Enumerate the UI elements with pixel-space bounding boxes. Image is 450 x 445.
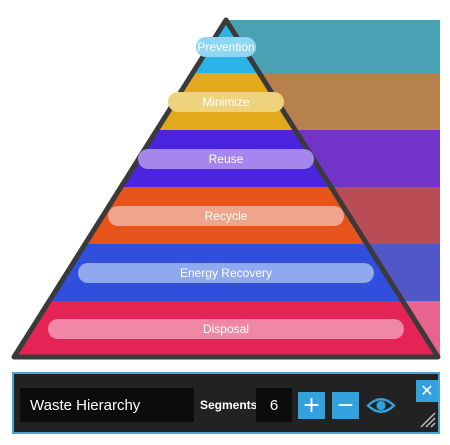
pyramid-outline [11, 17, 441, 360]
segment-side-band [226, 20, 440, 73]
segment-label[interactable]: Minimize [167, 91, 285, 112]
segment-side-band [366, 244, 440, 301]
close-button[interactable]: ✕ [416, 380, 438, 402]
add-segment-button[interactable]: + [298, 392, 325, 419]
segment-label[interactable]: Disposal [47, 319, 405, 339]
segment-label[interactable]: Prevention [196, 36, 256, 57]
segments-label: Segments [200, 398, 258, 412]
pyramid-title-input[interactable] [20, 388, 194, 422]
segment-side-band [295, 130, 440, 187]
segment-label[interactable]: Recycle [107, 205, 345, 226]
segment-label[interactable]: Energy Recovery [77, 262, 375, 283]
remove-segment-button[interactable]: − [332, 392, 359, 419]
pyramid-toolbar: Segments + − ✕ [12, 372, 440, 434]
segments-count-input[interactable] [256, 388, 292, 422]
segment-label[interactable]: Reuse [137, 148, 315, 169]
resize-handle-icon[interactable] [418, 410, 436, 428]
preview-eye-icon[interactable] [366, 392, 396, 419]
segment-side-band [259, 73, 440, 130]
